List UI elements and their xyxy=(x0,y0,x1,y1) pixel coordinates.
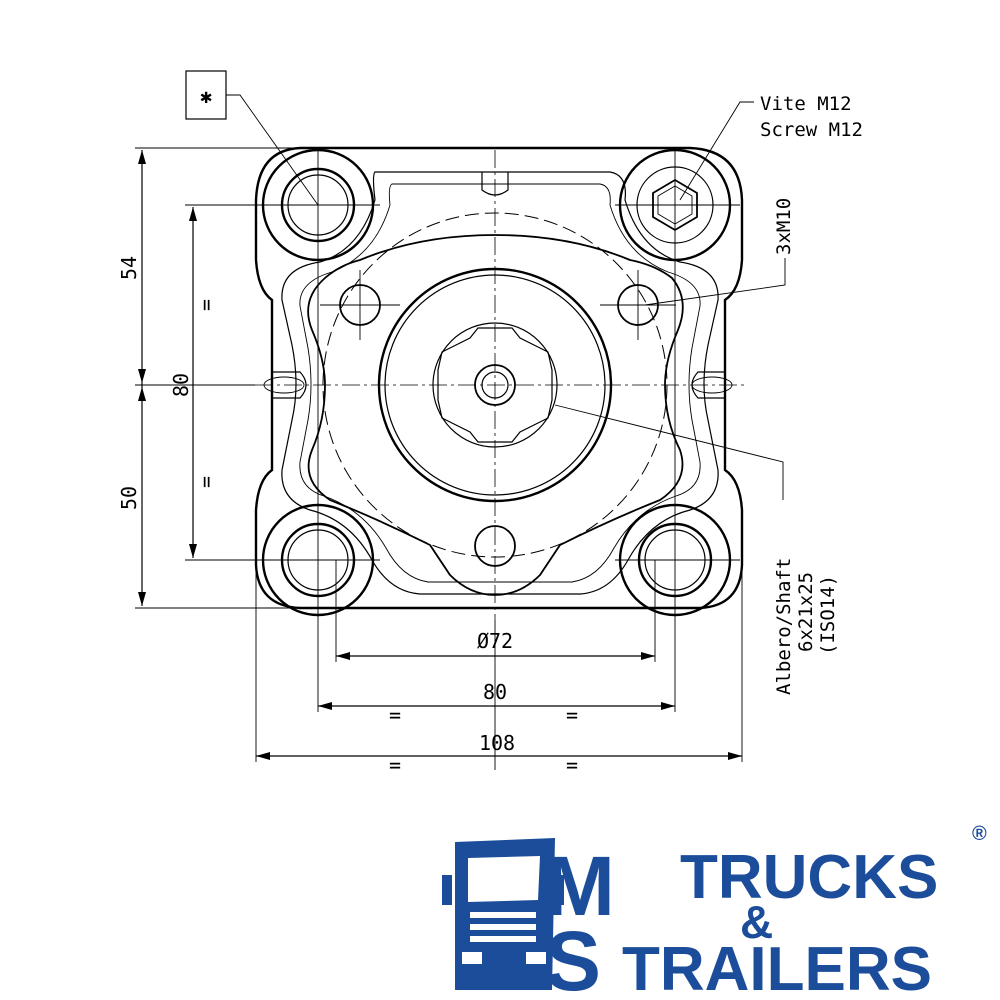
inner-flange xyxy=(307,234,684,596)
symbol-leader xyxy=(226,94,319,206)
equal-mark-108-left: = xyxy=(389,753,401,777)
dim-bottom-50: 50 xyxy=(117,486,141,510)
ms-trucks-trailers-logo: M S TRUCKS & TRAILERS ® xyxy=(442,823,987,1000)
symbol-box-glyph: ✱ xyxy=(200,84,212,108)
dim-hole-spacing-80: 80 xyxy=(483,680,507,704)
shaft-label-3: (ISO14) xyxy=(817,575,839,655)
holes-leader xyxy=(644,258,786,306)
equal-mark-upper: = xyxy=(194,299,218,311)
dim-center-vertical-80: 80 xyxy=(169,373,193,397)
holes-label: 3xM10 xyxy=(773,198,795,255)
truck-icon xyxy=(442,838,564,990)
equal-mark-80-left: = xyxy=(389,703,401,727)
screw-label-en: Screw M12 xyxy=(760,119,863,141)
logo-ampersand: & xyxy=(740,896,773,948)
equal-mark-80-right: = xyxy=(566,703,578,727)
shaft-label-2: 6x21x25 xyxy=(795,572,817,652)
dim-width-108: 108 xyxy=(479,731,515,755)
dimension-horizontal-bottom xyxy=(255,560,743,770)
shaft-spline xyxy=(437,327,553,443)
equal-mark-lower: = xyxy=(194,476,218,488)
logo-registered: ® xyxy=(972,823,987,845)
screw-leader xyxy=(679,101,754,201)
equal-mark-108-right: = xyxy=(566,753,578,777)
body-contour xyxy=(281,171,719,595)
center-lines xyxy=(185,150,745,620)
logo-word-trucks: TRUCKS xyxy=(680,843,938,912)
logo-letter-s: S xyxy=(545,914,601,1000)
logo-letter-m: M xyxy=(545,839,615,933)
dim-top-54: 54 xyxy=(117,256,141,280)
dim-diameter-72: Ø72 xyxy=(477,629,513,653)
screw-label-it: Vite M12 xyxy=(760,93,852,115)
shaft-leader xyxy=(554,404,784,500)
logo-word-trailers: TRAILERS xyxy=(622,935,932,1000)
shaft-label-1: Albero/Shaft xyxy=(773,558,795,695)
flange-outline xyxy=(254,146,744,610)
dimension-vertical-left xyxy=(135,147,300,609)
body-contour-inner xyxy=(299,183,701,583)
